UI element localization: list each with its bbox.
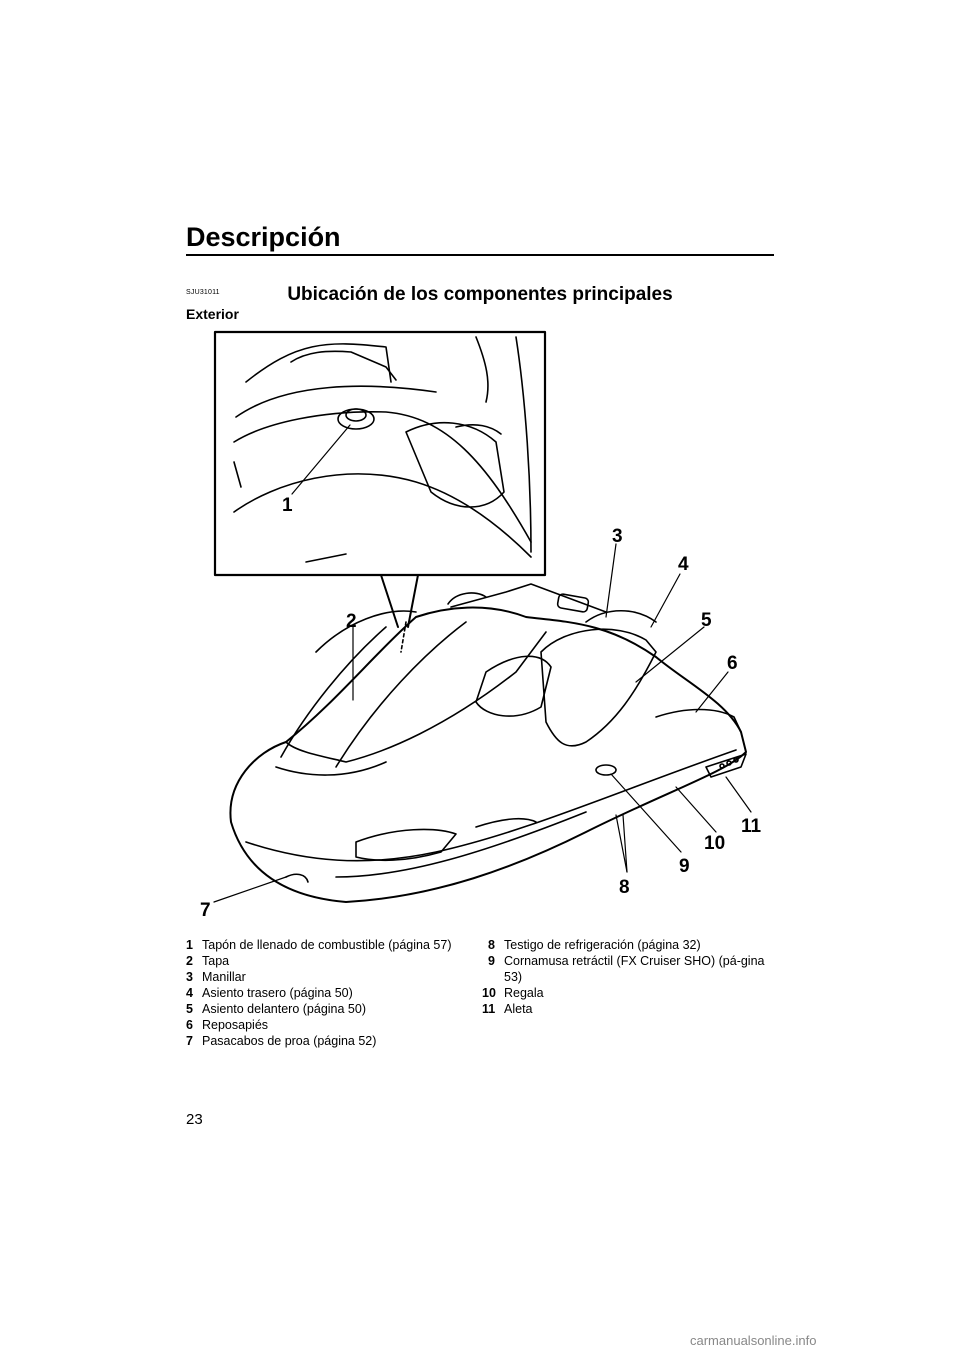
- callout-7: 7: [200, 900, 211, 921]
- title-rule: [186, 254, 774, 256]
- watercraft-drawing: 1 2 3 4 5 6 7 8 9 10 11: [200, 330, 762, 921]
- callout-8: 8: [619, 877, 630, 898]
- page-number: 23: [186, 1111, 203, 1128]
- callout-2: 2: [346, 611, 357, 632]
- callout-11: 11: [741, 816, 762, 837]
- watermark: carmanualsonline.info: [690, 1333, 817, 1348]
- callout-3: 3: [612, 526, 623, 547]
- callout-6: 6: [727, 653, 738, 674]
- callout-1: 1: [282, 495, 293, 516]
- section-heading: Ubicación de los componentes principales: [287, 284, 673, 305]
- callout-10: 10: [704, 833, 725, 854]
- watercraft-illustration: 1 2 3 4 5 6 7 8 9 10 11: [186, 322, 774, 922]
- subheading-exterior: Exterior: [186, 306, 239, 322]
- page-title: Descripción: [186, 222, 341, 252]
- inset-frame: [213, 330, 547, 577]
- callout-4: 4: [678, 554, 689, 575]
- callout-5: 5: [701, 610, 712, 631]
- callout-9: 9: [679, 856, 690, 877]
- section-code: SJU31011: [186, 289, 220, 296]
